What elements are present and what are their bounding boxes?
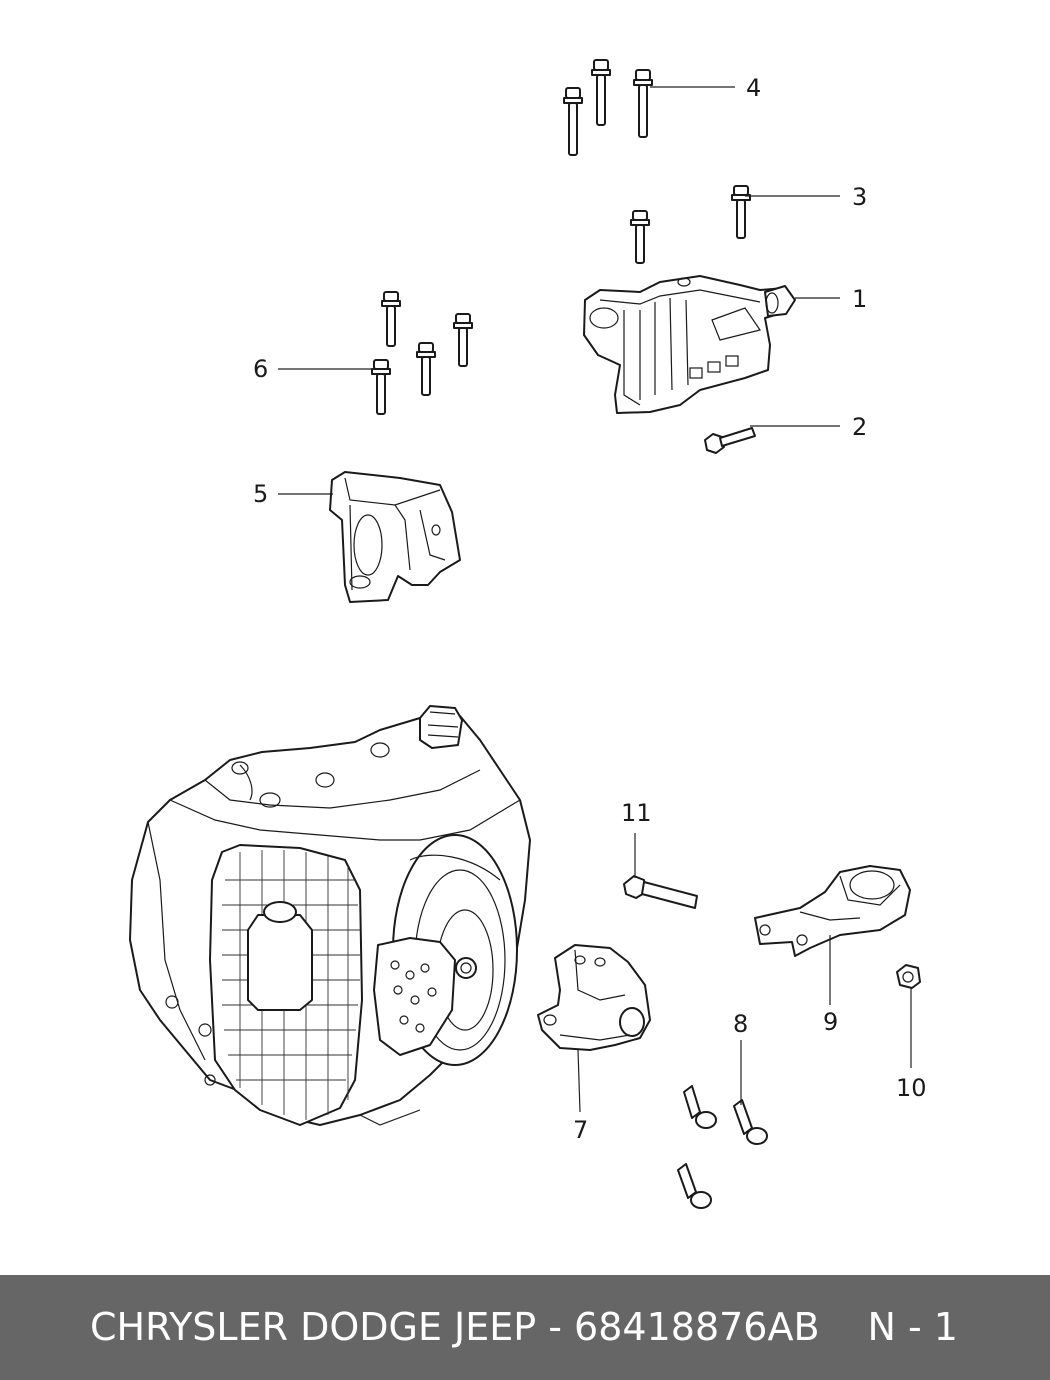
bolt-group-6	[371, 291, 473, 415]
bolt-6d	[371, 359, 391, 415]
footer-caption: CHRYSLER DODGE JEEP - 68418876AB	[90, 1305, 820, 1349]
callout-11: 11	[621, 799, 652, 827]
torque-strut-9	[754, 865, 911, 957]
bolt-4c	[633, 69, 653, 138]
callout-4: 4	[746, 74, 761, 102]
footer-sheet-number: N - 1	[867, 1305, 958, 1349]
oil-pan	[209, 844, 363, 1126]
bolt-8a	[683, 1085, 717, 1129]
callout-5: 5	[253, 480, 268, 508]
bolt-6a	[381, 291, 401, 347]
bracket-5	[329, 471, 461, 603]
bolt-4a	[591, 59, 611, 126]
bolt-4b	[563, 87, 583, 156]
exploded-parts-diagram: 1 2 3 4 5 6 7 8 9 10 11	[129, 59, 927, 1209]
bracket-7	[537, 944, 651, 1051]
callout-7: 7	[573, 1116, 588, 1144]
callout-10: 10	[896, 1074, 927, 1102]
engine-mount-1	[583, 275, 796, 414]
bolt-group-4	[563, 59, 653, 156]
bolt-group-3	[630, 185, 751, 264]
callout-3: 3	[852, 183, 867, 211]
footer-bar: CHRYSLER DODGE JEEP - 68418876AB N - 1	[0, 1275, 1050, 1380]
callout-8: 8	[733, 1010, 748, 1038]
bolt-3a	[731, 185, 751, 239]
leader-lines	[278, 86, 912, 1113]
bolt-8c	[677, 1163, 712, 1209]
transmission-assembly	[129, 705, 531, 1126]
valve-plate	[373, 937, 477, 1056]
bolt-11	[623, 875, 698, 909]
callout-9: 9	[823, 1008, 838, 1036]
bolt-6b	[453, 313, 473, 367]
callout-6: 6	[253, 355, 268, 383]
bolt-group-8	[677, 1085, 768, 1209]
bolt-8b	[733, 1099, 768, 1145]
bolt-6c	[416, 342, 436, 396]
callout-labels: 1 2 3 4 5 6 7 8 9 10 11	[253, 74, 927, 1144]
callout-1: 1	[852, 285, 867, 313]
nut-10	[896, 964, 921, 989]
callout-2: 2	[852, 413, 867, 441]
bolt-2	[704, 427, 756, 454]
bolt-3b	[630, 210, 650, 264]
